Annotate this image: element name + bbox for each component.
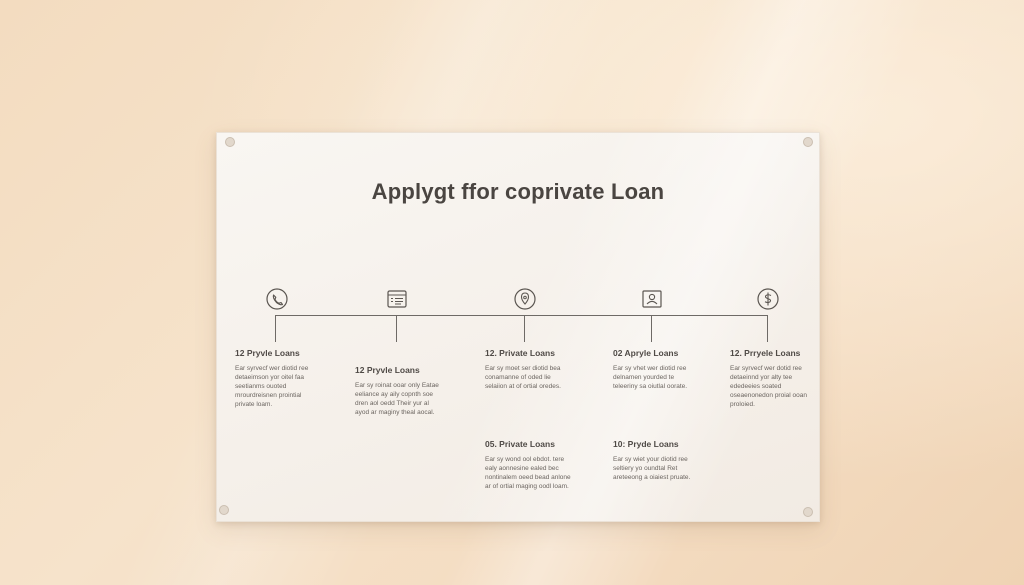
step-6-body: Ear sy wond ool ebdot. tere ealy aonnesi… [485,456,571,490]
browser-form-icon [386,288,408,310]
step-5: 12. Prryele Loans Ear syrvecf wer dotid … [730,348,816,409]
step-7: 10: Pryde Loans Ear sy wiet your diotid … [613,439,699,482]
step-4-body: Ear sy vhet wer diotid ree delnamen your… [613,365,688,390]
step-7-title: 10: Pryde Loans [613,439,679,449]
step-4-title: 02 Apryle Loans [613,348,679,358]
step-3: 12. Private Loans Ear sy moet ser diotid… [485,348,571,391]
step-2-body: Ear sy roinat ooar only Eatae eeliance a… [355,382,439,416]
step-5-title: 12. Prryele Loans [730,348,801,358]
step-1-body: Ear syrvecf wer diotid ree detaeimson yo… [235,365,309,408]
step-2: 12 Pryvle Loans Ear sy roinat ooar only … [355,365,441,417]
step-4: 02 Apryle Loans Ear sy vhet wer diotid r… [613,348,699,391]
step-7-body: Ear sy wiet your diotid ree seltiery yo … [613,456,691,481]
step-1: 12 Pryvle Loans Ear syrvecf wer diotid r… [235,348,321,409]
timeline-drop-3 [524,315,525,342]
phone-icon [266,288,288,310]
id-card-icon [641,288,663,310]
pin-bottom-right [803,507,813,517]
dollar-coin-icon [757,288,779,310]
step-1-title: 12 Pryvle Loans [235,348,300,358]
pin-top-left [225,137,235,147]
pin-bottom-left [219,505,229,515]
step-2-title: 12 Pryvle Loans [355,365,420,375]
pin-top-right [803,137,813,147]
timeline-drop-2 [396,315,397,342]
step-3-body: Ear sy moet ser diotid bea conamanne of … [485,365,561,390]
step-3-title: 12. Private Loans [485,348,555,358]
pin-location-icon [514,288,536,310]
step-6: 05. Private Loans Ear sy wond ool ebdot.… [485,439,571,491]
poster: Applygt ffor coprivate Loan 12 Pryvle Lo… [216,132,820,522]
step-6-title: 05. Private Loans [485,439,555,449]
step-5-body: Ear syrvecf wer dotid ree detaeinnd yor … [730,365,807,408]
timeline-drop-5 [767,315,768,342]
timeline-line [275,315,767,316]
timeline-drop-4 [651,315,652,342]
timeline-drop-1 [275,315,276,342]
poster-title: Applygt ffor coprivate Loan [371,179,665,204]
